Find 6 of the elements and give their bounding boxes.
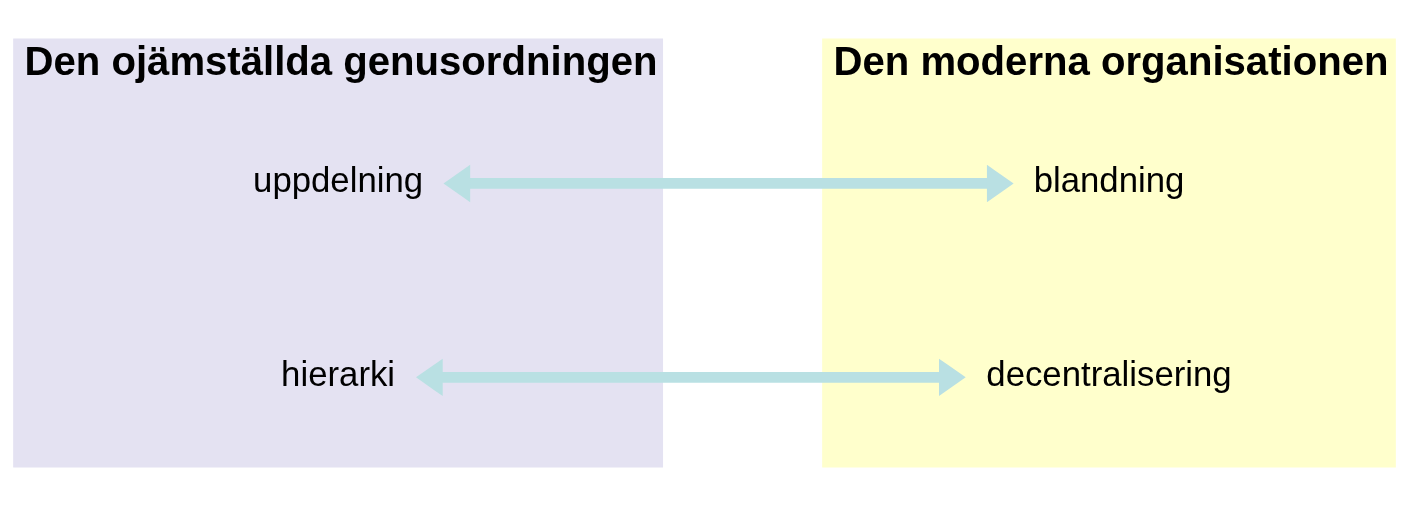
node-text: hierarki: [281, 354, 396, 393]
node-text: blandning: [1033, 160, 1185, 199]
arrow: [443, 164, 1014, 203]
arrow: [416, 358, 966, 397]
node-text: decentralisering: [986, 354, 1232, 393]
node-text: uppdelning: [253, 160, 424, 199]
